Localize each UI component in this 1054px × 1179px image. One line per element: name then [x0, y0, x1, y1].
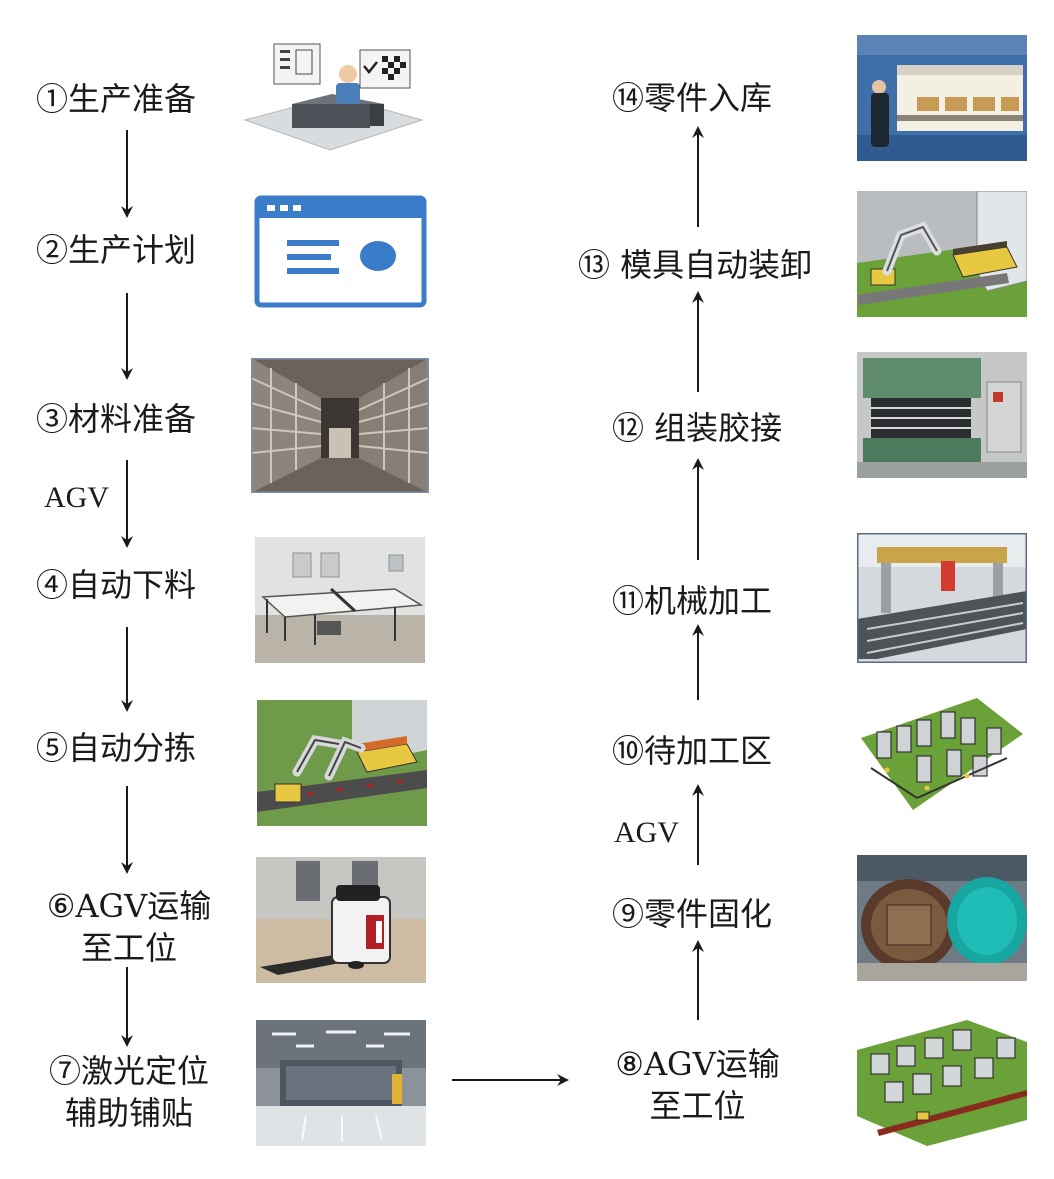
step-13-label: ⑬ 模具自动装卸 — [578, 246, 813, 284]
step-7-label: ⑦激光定位辅助铺贴 — [48, 1052, 209, 1132]
mold-robot-handling-render — [857, 191, 1027, 317]
step-2-label: ②生产计划 — [36, 231, 197, 269]
agv-label-right: AGV — [614, 816, 679, 849]
step-9-label: ⑨零件固化 — [612, 895, 773, 933]
laser-positioning-clean-room-photo — [256, 1020, 426, 1146]
step-8-label: ⑧AGV运输至工位 — [615, 1045, 780, 1125]
agv-vehicle-photo — [256, 857, 426, 983]
machining-gantry-photo — [857, 533, 1027, 663]
agv-label-left: AGV — [44, 481, 109, 514]
step-10-label: ⑩待加工区 — [612, 732, 773, 770]
step-5-label: ⑤自动分拣 — [36, 729, 197, 767]
step-6-label: ⑥AGV运输至工位 — [46, 887, 212, 967]
waiting-area-render — [857, 698, 1027, 824]
step-12-label: ⑫ 组装胶接 — [612, 409, 783, 447]
parts-storage-photo — [857, 35, 1027, 161]
step-11-label: ⑪机械加工 — [612, 582, 773, 620]
step-4-label: ④自动下料 — [36, 566, 197, 604]
assembly-bonding-press-photo — [857, 352, 1027, 478]
production-prep-illustration — [240, 38, 426, 158]
step-3-label: ③材料准备 — [36, 400, 197, 438]
step-1-label: ①生产准备 — [36, 80, 197, 118]
agv-transport-workstations-render — [857, 1020, 1027, 1146]
production-plan-window-icon — [253, 194, 428, 309]
autoclave-curing-photo — [857, 855, 1027, 981]
robot-sorting-render — [257, 700, 427, 826]
step-14-label: ⑭零件入库 — [612, 79, 773, 117]
automatic-cutting-table-photo — [255, 537, 425, 663]
automated-warehouse-photo — [251, 358, 429, 493]
